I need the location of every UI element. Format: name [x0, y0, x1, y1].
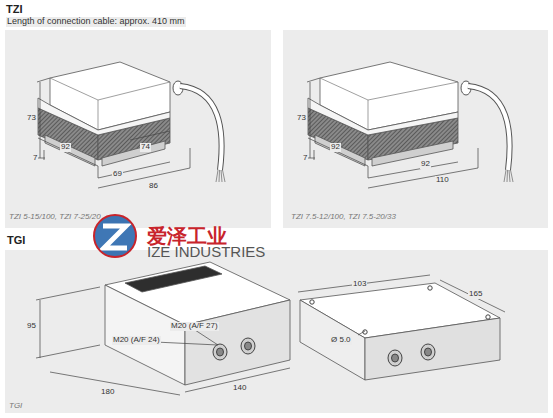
figure-caption: TZI 7.5-12/100, TZI 7.5-20/33 [290, 213, 397, 222]
shape [125, 266, 222, 292]
dimension-line [130, 131, 170, 140]
dimension-label: 180 [100, 388, 115, 397]
tgi-housing-top [298, 275, 505, 380]
section-heading: TGI [6, 234, 26, 246]
dimension-label: M20 (A/F 24) [112, 336, 161, 345]
dimension-label: 95 [26, 322, 37, 331]
dimension-label: 74 [140, 143, 151, 152]
dimension-line [98, 162, 170, 178]
dimension-line [195, 330, 218, 345]
shape [102, 141, 165, 166]
dimension-label: 110 [435, 176, 450, 185]
transformer [37, 62, 225, 188]
dimension-line [36, 345, 100, 358]
dimension-line [509, 170, 510, 182]
dimension-line [358, 331, 365, 335]
panel [5, 250, 548, 413]
dimension-label: 103 [352, 280, 367, 289]
dimension-label: Ø 5.0 [330, 336, 352, 345]
shape [185, 300, 290, 385]
watermark-logo [94, 215, 136, 257]
shape [365, 318, 500, 380]
dimension-line [478, 148, 479, 168]
figure-caption: TZI 5-15/100, TZI 7-25/20 [8, 213, 102, 222]
dimension-label: 7 [302, 154, 308, 163]
dimension-line [368, 168, 478, 188]
dimension-label: 140 [232, 384, 247, 393]
panel [283, 30, 548, 228]
dimension-line [504, 170, 506, 182]
dimension-line [310, 82, 311, 158]
dimension-line [44, 150, 45, 160]
dimension-line [40, 300, 41, 358]
dimension-line [507, 170, 509, 182]
dimension-line [307, 78, 320, 82]
dimension-line [368, 166, 369, 178]
dimension-label: Length of connection cable: approx. 410 … [6, 17, 186, 27]
panels [5, 30, 548, 413]
shape [308, 98, 458, 135]
dimension-line [98, 166, 99, 178]
dimension-label: 92 [60, 143, 71, 152]
dimension-label: M20 (A/F 27) [170, 322, 219, 331]
dimension-line [298, 275, 430, 292]
dimension-line [185, 368, 290, 392]
dimension-line [38, 138, 98, 166]
watermark: IZE INDUSTRIES [146, 244, 266, 261]
dimension-label: 73 [296, 114, 307, 123]
dimension-line [511, 170, 514, 182]
section-heading: TZI [6, 3, 23, 15]
dimension-line [155, 342, 218, 345]
dimension-label: 92 [330, 143, 341, 152]
panel [5, 30, 271, 228]
dimension-line [221, 170, 222, 182]
transformer [307, 62, 513, 188]
dimension-label: 92 [420, 160, 431, 169]
shape [372, 141, 453, 166]
shape [300, 300, 365, 380]
dimension-line [219, 170, 221, 182]
dimension-line [216, 170, 218, 182]
dimension-label: 165 [468, 290, 483, 299]
dimension-line [98, 168, 190, 188]
shape [38, 98, 170, 135]
dimension-label: 86 [148, 182, 159, 191]
dimension-line [308, 138, 368, 166]
dimension-line [36, 287, 100, 300]
dimension-label: 7 [32, 154, 38, 163]
dimension-line [223, 170, 226, 182]
shape [105, 285, 185, 385]
dimension-line [40, 82, 41, 158]
tgi-housing [36, 262, 290, 395]
dimension-label: 73 [26, 114, 37, 123]
dimension-line [190, 148, 191, 168]
dimension-line [314, 150, 315, 160]
dimension-line [37, 78, 50, 82]
dimension-label: 69 [112, 170, 123, 179]
figure-caption: TGI [8, 402, 23, 411]
dimension-line [440, 280, 505, 312]
